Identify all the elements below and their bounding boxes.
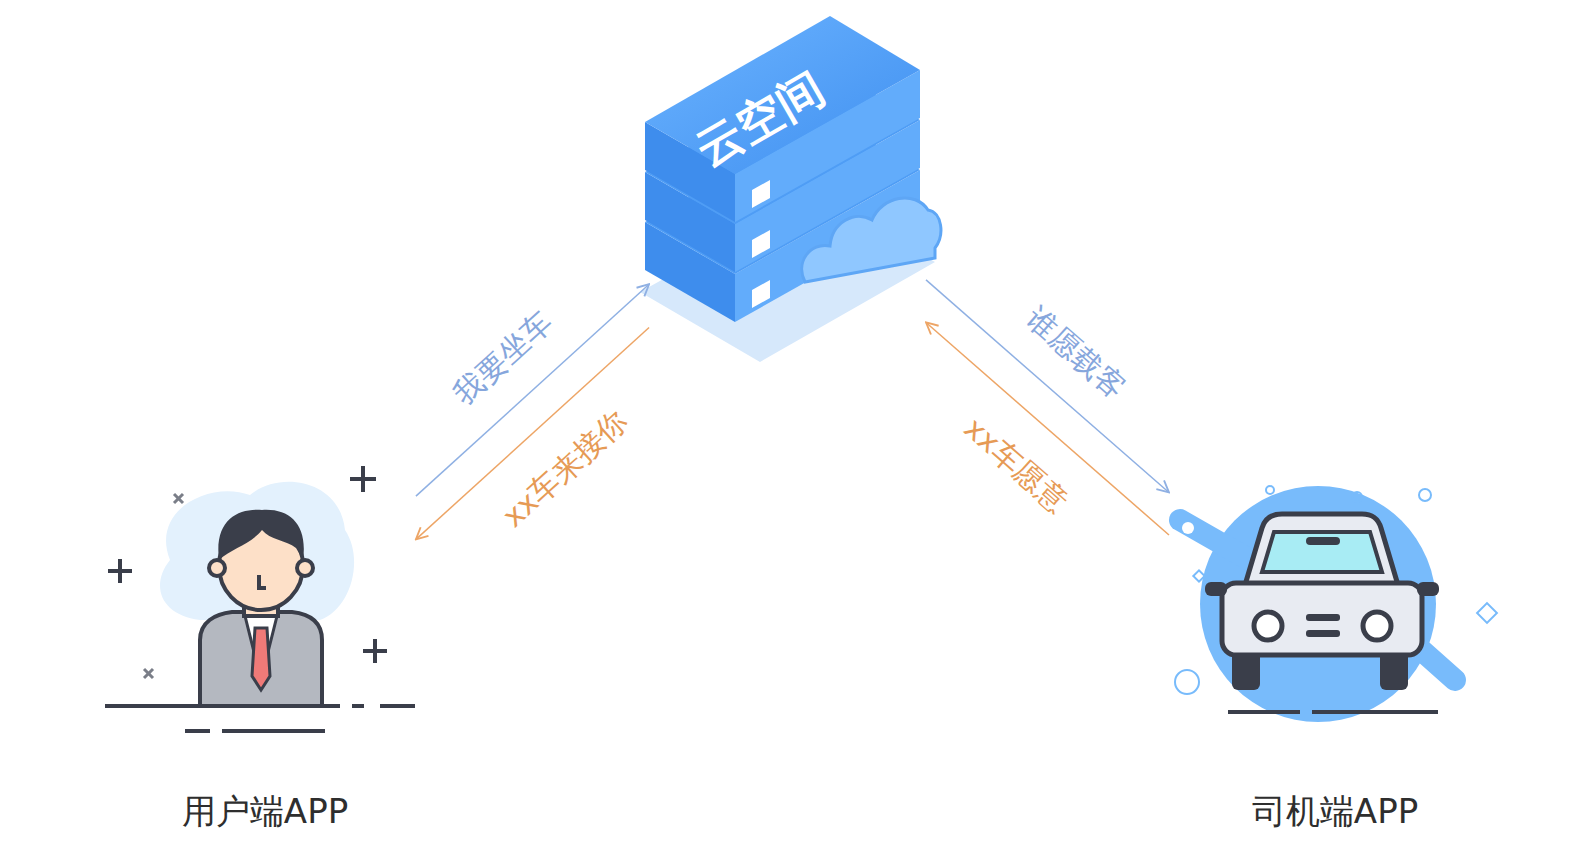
cloud-symbol <box>802 198 941 282</box>
edge-label: 我要坐车 <box>448 306 557 409</box>
car-figure <box>1175 486 1497 722</box>
flow-arrow <box>416 284 649 496</box>
server-lights <box>752 180 770 308</box>
cloud-server-node: 云空间 <box>655 25 920 335</box>
edge-label: xx车来接你 <box>497 406 632 533</box>
server-slab <box>645 16 920 222</box>
flow-arrow <box>926 322 1169 535</box>
edge-label: xx车愿意 <box>959 412 1073 517</box>
user-figure <box>105 466 415 731</box>
app-name: 用户端APP <box>182 793 348 830</box>
flow-arrow <box>416 327 649 539</box>
server-label: 云空间 <box>688 63 833 176</box>
app-node: 用户端APP <box>120 470 410 840</box>
app-node: 司机端APP <box>1175 478 1495 840</box>
flow-arrow <box>926 280 1169 493</box>
app-name: 司机端APP <box>1252 793 1418 830</box>
edge-label: 谁愿载客 <box>1021 302 1131 404</box>
